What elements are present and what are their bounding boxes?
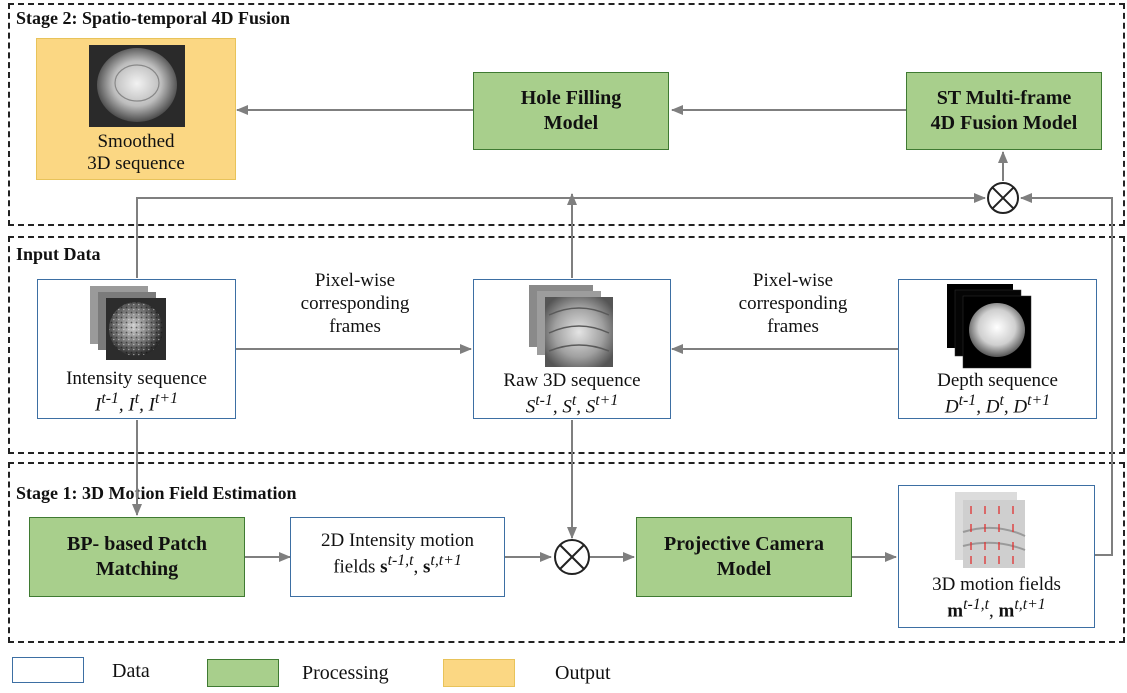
hole-filling-model-box: Hole Filling Model [473,72,669,150]
smoothed-3d-sequence-box: Smoothed 3D sequence [36,38,236,180]
3d-motion-fields-box: 3D motion fields mt-1,t, mt,t+1 [898,485,1095,628]
edge-label-right-line1: Pixel-wise [752,270,834,291]
input-data-title: Input Data [16,244,101,264]
hole-filling-line1: Hole Filling [520,87,622,109]
edge-label-left-line1: Pixel-wise [314,270,396,291]
intensity-sequence-box: Intensity sequence It-1, It, It+1 [37,279,236,419]
intensity-frames-thumbnail [90,286,166,360]
stage2-title: Stage 2: Spatio-temporal 4D Fusion [16,8,290,28]
bp-line2: Matching [95,558,179,580]
raw-3d-frame-symbols: St-1, St, St+1 [525,391,619,418]
edge-label-right-line3: frames [767,315,819,337]
legend-output-swatch [443,659,515,687]
legend-output-label: Output [555,662,611,684]
stage1-frame [8,462,1125,643]
depth-frames-thumbnail [947,284,1032,369]
motion2d-line1: 2D Intensity motion [320,530,475,551]
2d-intensity-motion-box: 2D Intensity motion fields st-1,t, st,t+… [290,517,505,597]
intensity-frame-symbols: It-1, It, It+1 [95,389,178,416]
depth-sequence-label: Depth sequence [937,370,1058,391]
legend-data-label: Data [112,660,150,682]
motion-field-thumbnail [955,492,1026,568]
raw-3d-sequence-label: Raw 3D sequence [503,370,641,391]
bp-line1: BP- based Patch [67,533,207,555]
raw-3d-frames-thumbnail [529,285,613,367]
intensity-sequence-label: Intensity sequence [66,368,207,389]
edge-label-left: Pixel-wise corresponding frames [250,270,460,338]
legend-processing-swatch [207,659,279,687]
raw-3d-sequence-box: Raw 3D sequence St-1, St, St+1 [473,279,671,419]
stage1-title: Stage 1: 3D Motion Field Estimation [16,483,297,503]
motion3d-symbols: mt-1,t, mt,t+1 [947,595,1046,622]
edge-label-right-line2: corresponding [738,292,848,314]
hole-filling-line2: Model [543,112,599,134]
edge-label-left-line2: corresponding [300,292,410,314]
st-fusion-line2: 4D Fusion Model [930,112,1078,134]
legend-processing-label: Processing [302,662,389,684]
input-data-frame [8,236,1125,454]
projective-line1: Projective Camera [663,533,825,555]
smoothed-surface-thumbnail [89,45,185,127]
edge-label-left-line3: frames [329,315,381,337]
depth-frame-symbols: Dt-1, Dt, Dt+1 [944,391,1051,418]
projective-line2: Model [716,558,772,580]
stage2-frame [8,3,1125,226]
st-fusion-line1: ST Multi-frame [936,87,1072,109]
motion3d-label: 3D motion fields [932,574,1061,595]
bp-patch-matching-box: BP- based Patch Matching [29,517,245,597]
motion2d-line2: fields st-1,t, st,t+1 [333,551,462,578]
st-fusion-model-box: ST Multi-frame 4D Fusion Model [906,72,1102,150]
smoothed-label-line2: 3D sequence [87,152,185,174]
edge-label-right: Pixel-wise corresponding frames [688,270,898,338]
projective-camera-model-box: Projective Camera Model [636,517,852,597]
legend-data-swatch [12,657,84,683]
depth-sequence-box: Depth sequence Dt-1, Dt, Dt+1 [898,279,1097,419]
smoothed-label-line1: Smoothed [97,131,175,152]
